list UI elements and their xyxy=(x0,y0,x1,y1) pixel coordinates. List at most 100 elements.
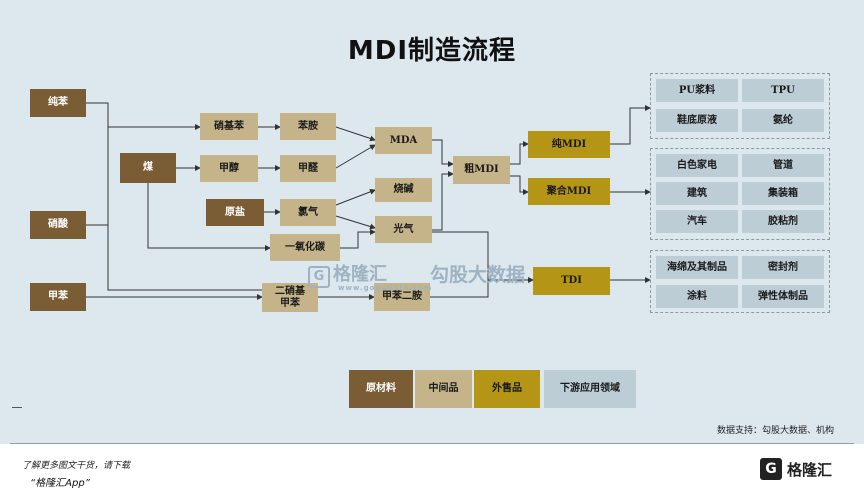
legend-label: 原材料 xyxy=(366,383,396,394)
legend-app: 下游应用领域 xyxy=(544,370,636,408)
node-juhemdi: 聚合MDI xyxy=(528,178,610,205)
footer-brand-text: 格隆汇 xyxy=(787,460,833,479)
edge-lvqi-shaojian xyxy=(335,188,376,206)
node-label: 硝基苯 xyxy=(214,120,244,132)
node-label: 甲苯 xyxy=(48,291,68,302)
node-label: 纯苯 xyxy=(48,97,68,108)
footer xyxy=(0,444,864,502)
edge-jiaquan-mda xyxy=(335,144,376,169)
node-erxiaojijiaben: 二硝基 甲苯 xyxy=(262,283,318,312)
node-label: 一氧化碳 xyxy=(285,241,325,253)
node-mei: 煤 xyxy=(120,153,176,183)
app-label: 密封剂 xyxy=(768,261,798,273)
app-mifengji: 密封剂 xyxy=(742,256,824,279)
node-benan: 苯胺 xyxy=(280,113,336,140)
node-xiaosuan: 硝酸 xyxy=(30,211,86,239)
app-label: 集装箱 xyxy=(768,187,798,199)
node-label: 甲醇 xyxy=(219,162,239,174)
node-xiaojiben: 硝基苯 xyxy=(200,113,258,140)
app-group-tdi xyxy=(650,250,830,313)
node-jiabenerandan: 甲苯二胺 xyxy=(374,283,430,311)
app-jizhuangxiang: 集装箱 xyxy=(742,182,824,205)
app-label: 管道 xyxy=(773,159,793,171)
node-mda: MDA xyxy=(375,127,432,154)
app-label: 鞋底原液 xyxy=(677,114,717,126)
divider-mark xyxy=(12,407,22,408)
edge-guangqi-tdi xyxy=(432,231,534,283)
legend-label: 下游应用领域 xyxy=(560,383,620,394)
app-jiaonianji: 胶粘剂 xyxy=(742,210,824,233)
node-label: 聚合MDI xyxy=(546,185,592,197)
app-pu: PU浆料 xyxy=(656,79,738,102)
node-label: TDI xyxy=(561,275,582,286)
node-label: 苯胺 xyxy=(298,120,318,132)
source-note: 数据支持：勾股大数据、机构 xyxy=(716,426,834,436)
node-label: 甲苯二胺 xyxy=(382,291,422,302)
app-label: PU浆料 xyxy=(678,84,716,96)
edge-chunben-xiaojiben xyxy=(86,102,201,130)
app-label: 弹性体制品 xyxy=(758,290,808,302)
node-label-line1: 二硝基 xyxy=(275,285,305,297)
app-label: 汽车 xyxy=(687,215,707,227)
app-xiedi: 鞋底原液 xyxy=(656,109,738,132)
watermark-brand-text: 格隆汇 xyxy=(333,264,387,285)
app-label: 氨纶 xyxy=(773,114,793,126)
node-label: 光气 xyxy=(393,223,414,235)
node-label: MDA xyxy=(389,134,418,146)
app-qiche: 汽车 xyxy=(656,210,738,233)
app-tpu: TPU xyxy=(742,79,824,102)
node-chunben: 纯苯 xyxy=(30,89,86,117)
app-group-juhemdi xyxy=(650,148,830,240)
watermark-brand2: 勾股大数据 xyxy=(430,264,526,286)
node-yuanyan: 原盐 xyxy=(206,199,264,226)
app-group-chunmdi xyxy=(650,73,830,139)
app-label: 海绵及其制品 xyxy=(667,261,727,273)
gelonghui-logo-icon: G xyxy=(760,458,782,480)
footer-brand[interactable]: G 格隆汇 xyxy=(760,458,832,480)
node-jiaben: 甲苯 xyxy=(30,283,86,311)
app-baise: 白色家电 xyxy=(656,154,738,177)
node-cumdi: 粗MDI xyxy=(453,156,510,184)
edge-mei-co xyxy=(147,183,271,251)
node-label: 粗MDI xyxy=(464,164,499,175)
download-cta-line2[interactable]: “格隆汇App” xyxy=(30,478,90,489)
node-guangqi: 光气 xyxy=(375,216,432,243)
edge-lvqi-guangqi xyxy=(335,215,376,230)
download-cta-line1: 了解更多图文干货，请下载 xyxy=(22,461,131,471)
edge-co-guangqi xyxy=(340,229,376,249)
watermark-url: www.gogudata.com xyxy=(338,284,433,292)
watermark-g-icon: G xyxy=(308,266,330,288)
node-label: 硝酸 xyxy=(48,219,68,230)
node-tdi: TDI xyxy=(533,267,610,295)
legend-raw: 原材料 xyxy=(349,370,413,408)
app-tanxingti: 弹性体制品 xyxy=(742,285,824,308)
app-jianzhu: 建筑 xyxy=(656,182,738,205)
edge-chunmdi-apps xyxy=(610,105,651,145)
legend-sale: 外售品 xyxy=(474,370,540,408)
page-title: MDI制造流程 xyxy=(347,36,517,66)
legend-label: 外售品 xyxy=(492,383,522,394)
app-guandao: 管道 xyxy=(742,154,824,177)
app-anlun: 氨纶 xyxy=(742,109,824,132)
app-haimian: 海绵及其制品 xyxy=(656,256,738,279)
footer-divider xyxy=(10,443,854,444)
node-jiaquan: 甲醛 xyxy=(280,155,336,182)
app-label: 建筑 xyxy=(687,187,707,199)
node-yiyanghuatan: 一氧化碳 xyxy=(270,234,340,261)
node-label: 甲醛 xyxy=(298,162,318,174)
edge-cumdi-juhemdi xyxy=(510,175,529,195)
node-label: 烧碱 xyxy=(393,184,414,195)
node-label: 纯MDI xyxy=(551,138,587,150)
node-label: 原盐 xyxy=(225,206,245,218)
node-shaojian: 烧碱 xyxy=(375,178,432,202)
legend-mid: 中间品 xyxy=(415,370,472,408)
app-label: 胶粘剂 xyxy=(768,215,798,227)
edge-benan-mda xyxy=(335,126,376,142)
app-tuliao: 涂料 xyxy=(656,285,738,308)
node-chunmdi: 纯MDI xyxy=(528,131,610,158)
node-label: 氯气 xyxy=(298,206,318,218)
edge-cumdi-chunmdi xyxy=(510,141,529,165)
